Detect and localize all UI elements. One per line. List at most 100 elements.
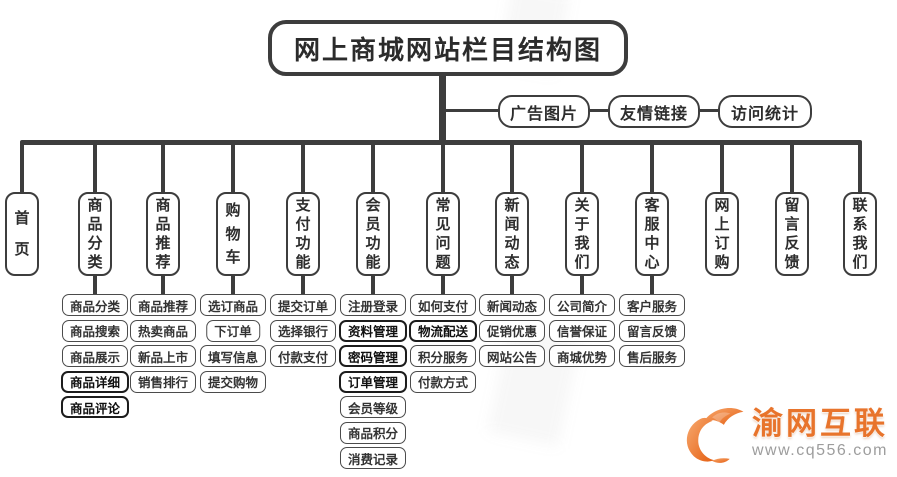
- section-label-char: 见: [435, 216, 451, 233]
- section-box: 新闻动态: [495, 192, 529, 276]
- child-item-box: 商品推荐: [129, 294, 197, 316]
- child-item-box: 付款方式: [409, 370, 477, 393]
- child-item-box: 提交订单: [269, 294, 337, 316]
- diagram-title-box: 网上商城网站栏目结构图: [268, 20, 628, 76]
- section-label-char: 新: [504, 197, 520, 214]
- child-stub-connector: [231, 272, 235, 296]
- section-label-char: 于: [574, 216, 590, 233]
- child-item-box: 积分服务: [409, 345, 477, 367]
- child-item-box: 新闻动态: [478, 294, 546, 316]
- child-item-box: 下订单: [206, 319, 260, 342]
- section-label-char: 心: [644, 254, 660, 271]
- section-label-char: 联: [852, 197, 868, 214]
- child-item-box: 网站公告: [478, 345, 546, 367]
- section-label-char: 物: [225, 225, 241, 243]
- brand-name: 渝网互联: [752, 405, 888, 441]
- background-smudge: [487, 325, 581, 447]
- section-label-char: 反: [784, 235, 800, 252]
- section-label-char: 类: [87, 254, 103, 271]
- section-drop-connector: [790, 142, 794, 194]
- section-label-char: 功: [295, 235, 311, 252]
- section-drop-connector: [371, 142, 375, 194]
- top-link-box: 友情链接: [608, 95, 700, 128]
- section-label-char: 订: [714, 235, 730, 252]
- section-box: 商品分类: [78, 192, 112, 276]
- child-item-box: 商品评论: [60, 396, 130, 418]
- section-label-char: 常: [435, 197, 451, 214]
- section-label-char: 馈: [784, 254, 800, 271]
- child-stub-connector: [301, 272, 305, 296]
- child-item-box: 注册登录: [339, 294, 407, 316]
- child-stub-connector: [650, 272, 654, 296]
- section-label-char: 留: [784, 197, 800, 214]
- section-drop-connector: [231, 142, 235, 194]
- child-stub-connector: [161, 272, 165, 296]
- section-box: 购物车: [216, 192, 250, 276]
- section-drop-connector: [20, 142, 24, 194]
- child-item-box: 热卖商品: [129, 319, 197, 342]
- section-label-char: 购: [714, 254, 730, 271]
- section-box: 商品推荐: [146, 192, 180, 276]
- section-label-char: 问: [435, 235, 451, 252]
- section-label-char: 服: [644, 216, 660, 233]
- section-label-char: 们: [574, 254, 590, 271]
- section-box: 常见问题: [426, 192, 460, 276]
- child-item-box: 商城优势: [548, 345, 616, 367]
- section-label-char: 购: [225, 201, 241, 219]
- section-label-char: 品: [155, 216, 171, 233]
- section-label-char: 我: [574, 235, 590, 252]
- section-label-char: 页: [14, 241, 30, 259]
- section-label-char: 言: [784, 216, 800, 233]
- section-label-char: 能: [295, 254, 311, 271]
- child-item-box: 信誉保证: [548, 319, 616, 342]
- child-item-box: 留言反馈: [618, 319, 686, 342]
- section-label-char: 动: [504, 235, 520, 252]
- section-drop-connector: [858, 142, 862, 194]
- section-label-char: 能: [365, 254, 381, 271]
- section-label-char: 荐: [155, 254, 171, 271]
- child-item-box: 商品积分: [339, 421, 407, 444]
- section-label-char: 上: [714, 216, 730, 233]
- child-item-box: 销售排行: [129, 370, 197, 393]
- section-label-char: 功: [365, 235, 381, 252]
- section-label-char: 商: [87, 197, 103, 214]
- top-links-connector: [443, 109, 763, 112]
- top-link-box: 访问统计: [718, 95, 812, 128]
- child-item-box: 新品上市: [129, 345, 197, 367]
- child-item-box: 商品分类: [61, 294, 129, 316]
- section-label-char: 车: [225, 249, 241, 267]
- section-label-char: 系: [852, 216, 868, 233]
- section-box: 支付功能: [286, 192, 320, 276]
- child-item-box: 资料管理: [338, 319, 408, 342]
- child-stub-connector: [510, 272, 514, 296]
- child-stub-connector: [93, 272, 97, 296]
- section-box: 关于我们: [565, 192, 599, 276]
- section-label-char: 客: [644, 197, 660, 214]
- section-drop-connector: [93, 142, 97, 194]
- child-item-box: 如何支付: [409, 294, 477, 316]
- phoenix-swoosh-icon: [686, 408, 744, 463]
- section-label-char: 我: [852, 235, 868, 252]
- top-link-box: 广告图片: [498, 95, 590, 128]
- section-box: 会员功能: [356, 192, 390, 276]
- child-item-box: 公司简介: [548, 294, 616, 316]
- child-item-box: 选订商品: [199, 294, 267, 316]
- section-drop-connector: [301, 142, 305, 194]
- child-item-box: 售后服务: [618, 345, 686, 367]
- diagram-title: 网上商城网站栏目结构图: [293, 34, 602, 65]
- child-stub-connector: [371, 272, 375, 296]
- section-label-char: 题: [435, 254, 451, 271]
- section-drop-connector: [441, 142, 445, 194]
- child-item-box: 促销优惠: [478, 319, 546, 342]
- child-item-box: 提交购物: [199, 370, 267, 393]
- section-label-char: 推: [155, 235, 171, 252]
- section-label-char: 首: [14, 209, 30, 227]
- section-box: 留言反馈: [775, 192, 809, 276]
- child-item-box: 物流配送: [408, 319, 478, 342]
- section-label-char: 关: [574, 197, 590, 214]
- section-box: 联系我们: [843, 192, 877, 276]
- child-item-box: 填写信息: [199, 345, 267, 367]
- section-drop-connector: [510, 142, 514, 194]
- section-drop-connector: [720, 142, 724, 194]
